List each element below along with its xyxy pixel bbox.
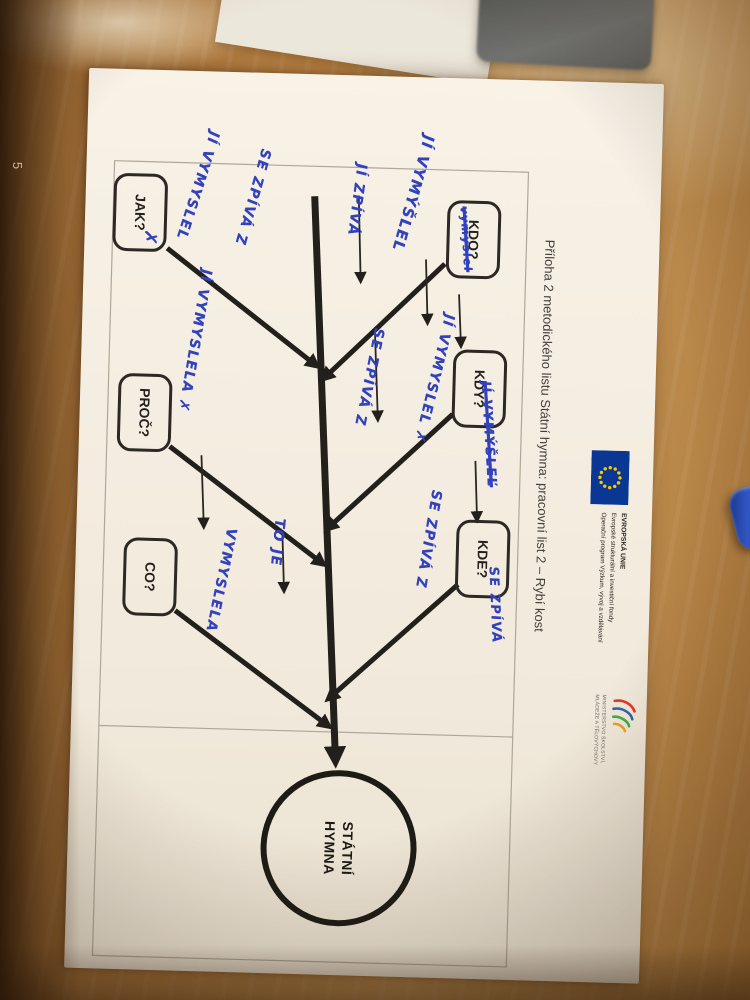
- fishbone-box-kde: KDE?: [454, 519, 511, 599]
- fishbone-word-arrows: [197, 195, 484, 595]
- fishbone-arrows-svg: [91, 160, 530, 968]
- handwriting-cross-mark: ✗: [138, 227, 162, 248]
- head-label-line1: STÁTNÍ: [338, 821, 357, 876]
- fishbone-box-co: CO?: [121, 537, 179, 617]
- box-label: PROČ?: [135, 387, 154, 438]
- fishbone-ribs: [165, 246, 460, 730]
- box-label: JAK?: [131, 193, 149, 231]
- ministry-logo-icon: [612, 699, 636, 733]
- eu-flag-icon: [590, 450, 630, 506]
- blurred-gray-object: [475, 0, 656, 71]
- diagram-frame: [91, 160, 530, 968]
- handwriting-note: SE ZPÍVÁ: [485, 565, 504, 644]
- worksheet-paper: Příloha 2 metodického listu Státní hymna…: [64, 67, 664, 984]
- box-label: CO?: [141, 561, 159, 592]
- blue-pen: [726, 483, 750, 553]
- head-label-line2: HYMNA: [320, 820, 339, 876]
- page-number: 5: [10, 161, 26, 170]
- fishbone-box-proc: PROČ?: [116, 372, 173, 453]
- fishbone-spine: [311, 196, 347, 769]
